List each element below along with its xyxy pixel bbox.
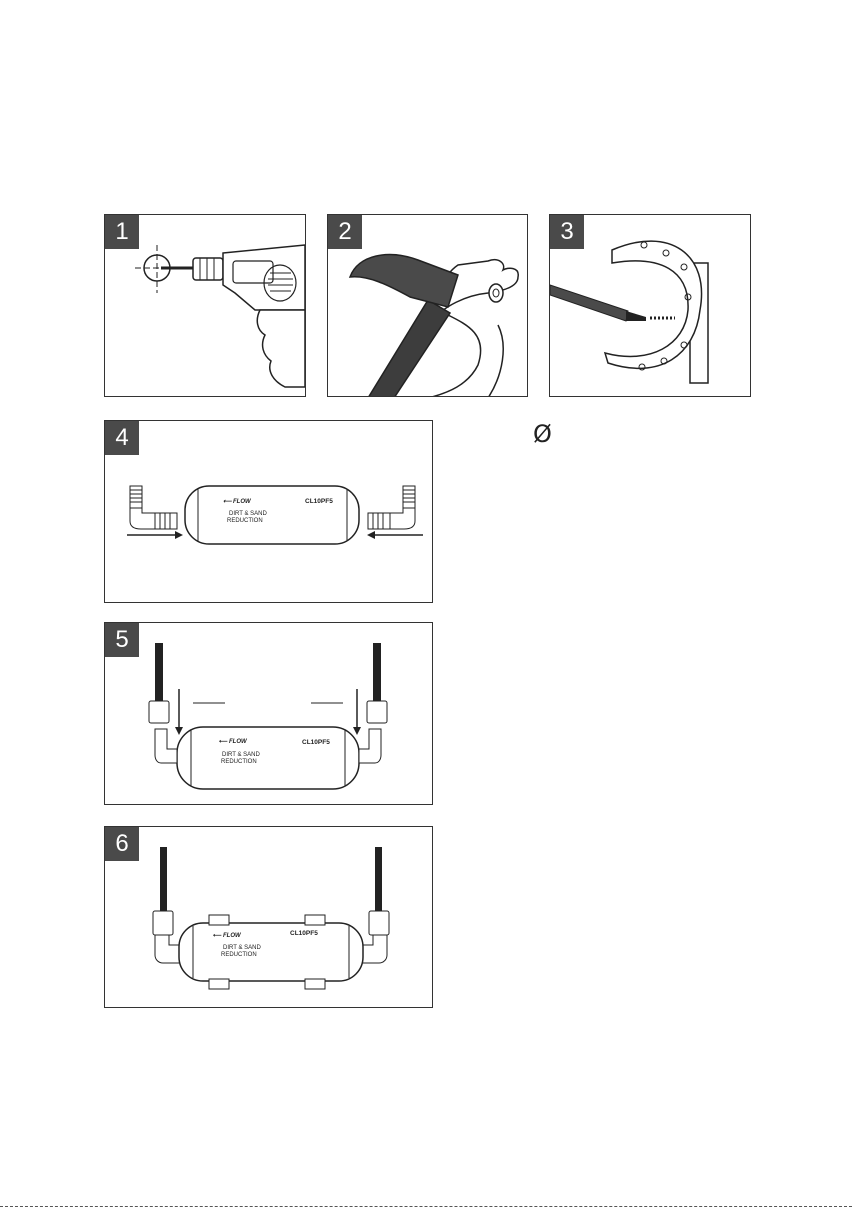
page-bottom-border [0, 1206, 852, 1207]
step-4-panel: 4 ⟵ FLOW CL10PF5 DIRT & SAND REDUCTION [104, 420, 433, 603]
step-3-panel: 3 [549, 214, 751, 397]
filter-text-2: REDUCTION [227, 518, 263, 524]
svg-text:⟵: ⟵ [223, 499, 232, 505]
model-label: CL10PF5 [302, 739, 330, 746]
filter-text-2: REDUCTION [221, 952, 257, 958]
tube-icon: ⟵ FLOW CL10PF5 DIRT & SAND REDUCTION [105, 623, 433, 805]
step-2-panel: 2 [327, 214, 528, 397]
diameter-symbol: Ø [533, 422, 552, 446]
flow-label: FLOW [233, 499, 252, 505]
screwdriver-icon [550, 215, 751, 397]
hammer-icon [328, 215, 528, 397]
filter-text-1: DIRT & SAND [229, 511, 267, 517]
step-1-panel: 1 [104, 214, 306, 397]
flow-label: FLOW [229, 739, 248, 745]
flow-label: FLOW [223, 933, 242, 939]
model-label: CL10PF5 [290, 930, 318, 937]
model-label: CL10PF5 [305, 498, 333, 505]
elbow-fitting-icon [368, 486, 415, 529]
drill-icon [105, 215, 306, 397]
mounting-clip-icon: ⟵ FLOW CL10PF5 DIRT & SAND REDUCTION [105, 827, 433, 1008]
filter-text-2: REDUCTION [221, 759, 257, 765]
filter-text-1: DIRT & SAND [222, 752, 260, 758]
filter-cartridge-icon: ⟵ FLOW CL10PF5 DIRT & SAND REDUCTION [105, 421, 433, 603]
elbow-fitting-icon [130, 486, 177, 529]
step-5-panel: 5 ⟵ FLOW CL10PF5 DIRT & SAND REDUCTION [104, 622, 433, 805]
step-6-panel: 6 ⟵ FLOW CL10PF5 DIRT & SAND REDUCTION [104, 826, 433, 1008]
filter-text-1: DIRT & SAND [223, 945, 261, 951]
svg-text:⟵: ⟵ [213, 932, 222, 939]
svg-text:⟵: ⟵ [219, 738, 228, 745]
